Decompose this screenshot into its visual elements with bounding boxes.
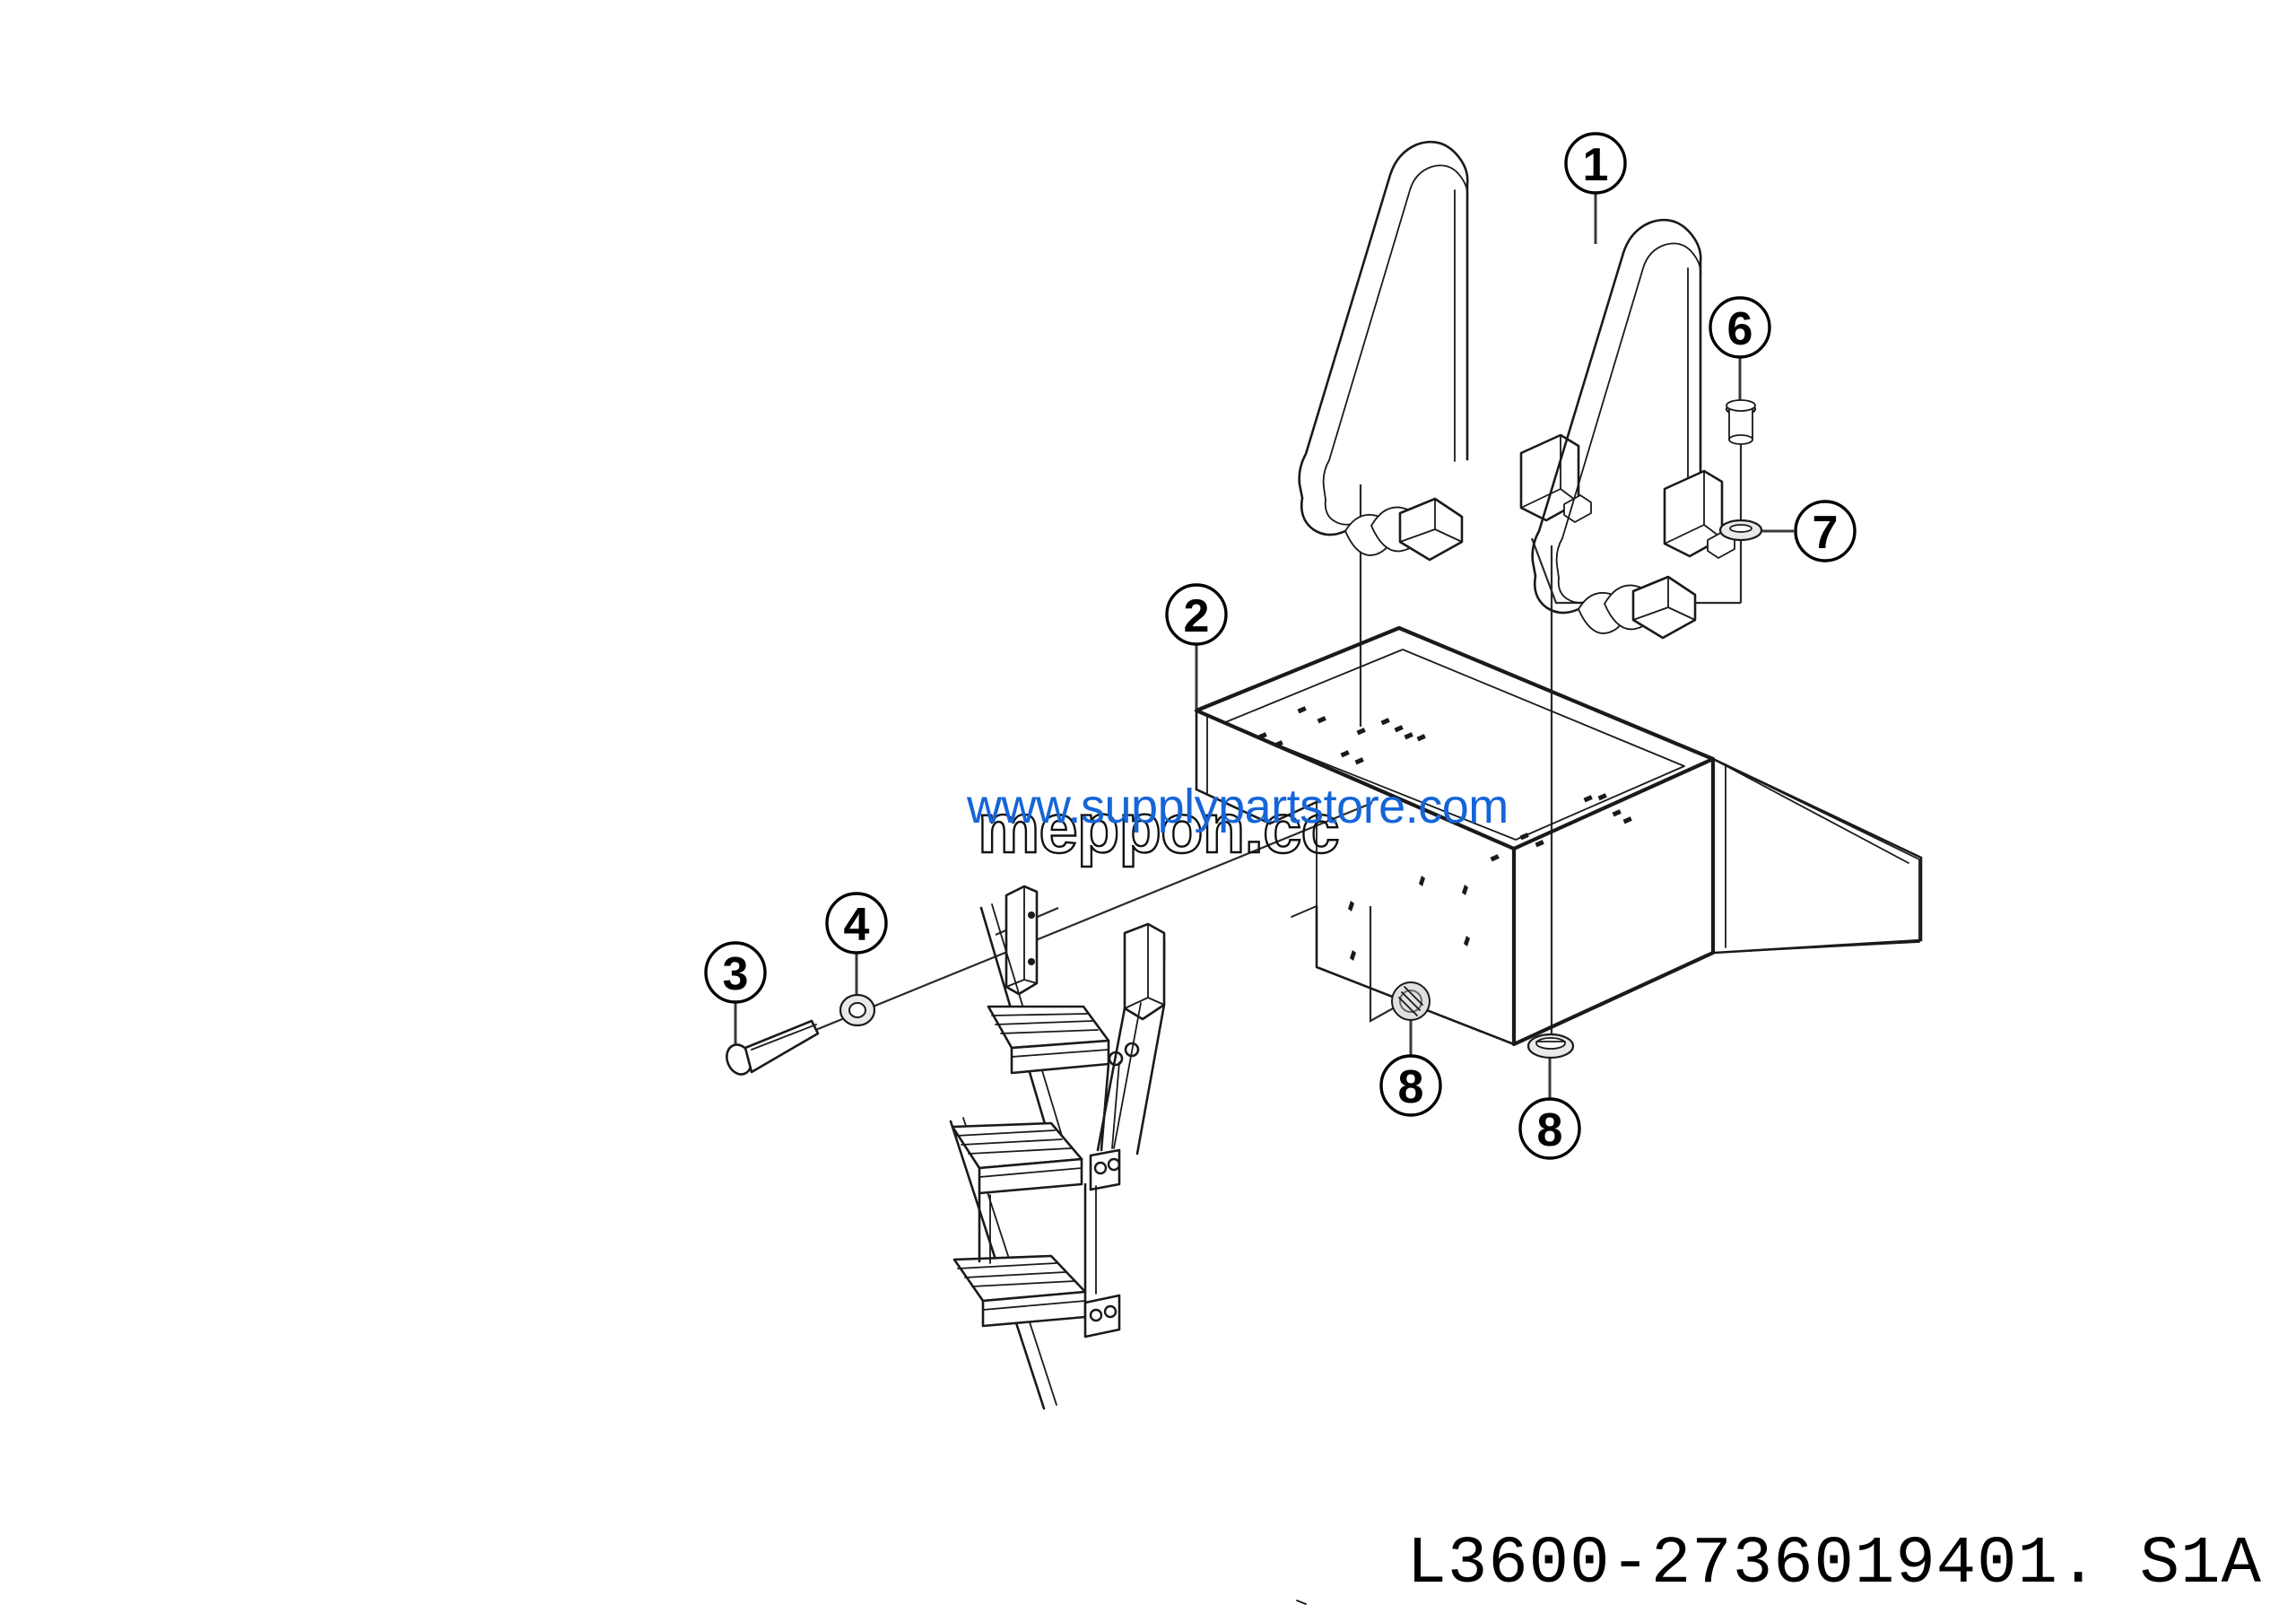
callout-3-label: 3 (723, 948, 749, 1000)
step-ladder-assembly (949, 885, 1166, 1410)
ladder-step-top (987, 1005, 1110, 1075)
nut-8-right (1526, 1033, 1575, 1060)
callout-8-left[interactable]: 8 (1379, 1054, 1442, 1117)
mounting-holes (1257, 706, 1632, 961)
stray-mark (1296, 1600, 1307, 1605)
callout-8-right[interactable]: 8 (1518, 1097, 1581, 1160)
callout-3[interactable]: 3 (704, 941, 767, 1004)
bolt-3 (726, 1019, 820, 1076)
hold-down-rod-right (1531, 219, 1735, 640)
nut-8-left (1391, 981, 1431, 1021)
callout-6-label: 6 (1727, 303, 1753, 355)
callout-2-label: 2 (1184, 590, 1210, 642)
battery-box (1194, 625, 1923, 1047)
part-number-label: L3600-2736019401. S1A (1406, 1527, 2262, 1602)
washer-4 (839, 993, 876, 1027)
callout-8-left-label: 8 (1398, 1061, 1424, 1113)
callout-4-label: 4 (844, 899, 870, 951)
ladder-step-bottom (952, 1254, 1087, 1328)
callout-7-label: 7 (1813, 507, 1839, 559)
hold-down-rod-left (1298, 141, 1592, 562)
callout-4[interactable]: 4 (825, 892, 888, 955)
callout-6[interactable]: 6 (1709, 296, 1771, 359)
callout-1-label: 1 (1583, 139, 1609, 191)
callout-bubbles: 1 2 3 4 6 7 8 (704, 132, 1857, 1160)
washer-7 (1718, 519, 1763, 542)
callout-7[interactable]: 7 (1794, 500, 1857, 562)
callout-8-right-label: 8 (1537, 1104, 1563, 1156)
ladder-step-middle (951, 1121, 1083, 1195)
leader-lines (734, 193, 1794, 1099)
callout-2[interactable]: 2 (1165, 583, 1228, 646)
callout-1[interactable]: 1 (1564, 132, 1627, 195)
bolt-6 (1725, 399, 1757, 445)
